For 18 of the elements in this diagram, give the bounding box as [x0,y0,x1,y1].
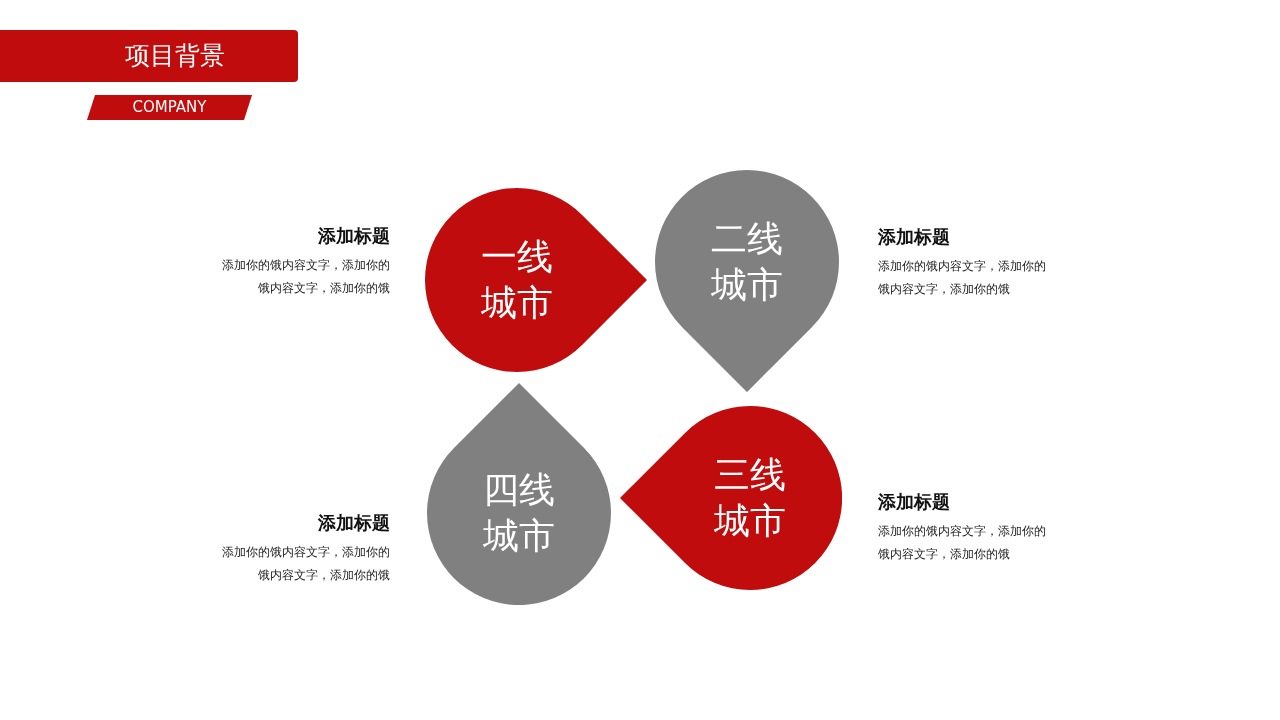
title-banner: 项目背景 [0,30,298,82]
description-text: 添加你的饿内容文字，添加你的饿内容文字，添加你的饿 [878,258,1047,298]
description-text: 添加你的饿内容文字，添加你的饿内容文字，添加你的饿 [878,523,1047,563]
heading: 添加标题 [317,224,390,248]
city-label: 三线城市 [713,453,787,543]
teardrop-shape [619,406,842,590]
heading: 添加标题 [878,225,951,249]
teardrop-shape [425,188,648,372]
heading: 添加标题 [317,511,390,535]
teardrop-shape [427,382,611,605]
heading: 添加标题 [878,490,951,514]
description-text: 添加你的饿内容文字，添加你的饿内容文字，添加你的饿 [221,544,390,584]
city-label: 二线城市 [710,217,784,307]
description-text: 添加你的饿内容文字，添加你的饿内容文字，添加你的饿 [221,257,390,297]
city-label: 一线城市 [480,235,554,325]
teardrop-shape [655,170,839,393]
city-label: 四线城市 [482,468,556,558]
subtitle-tag: COMPANY [87,95,252,120]
